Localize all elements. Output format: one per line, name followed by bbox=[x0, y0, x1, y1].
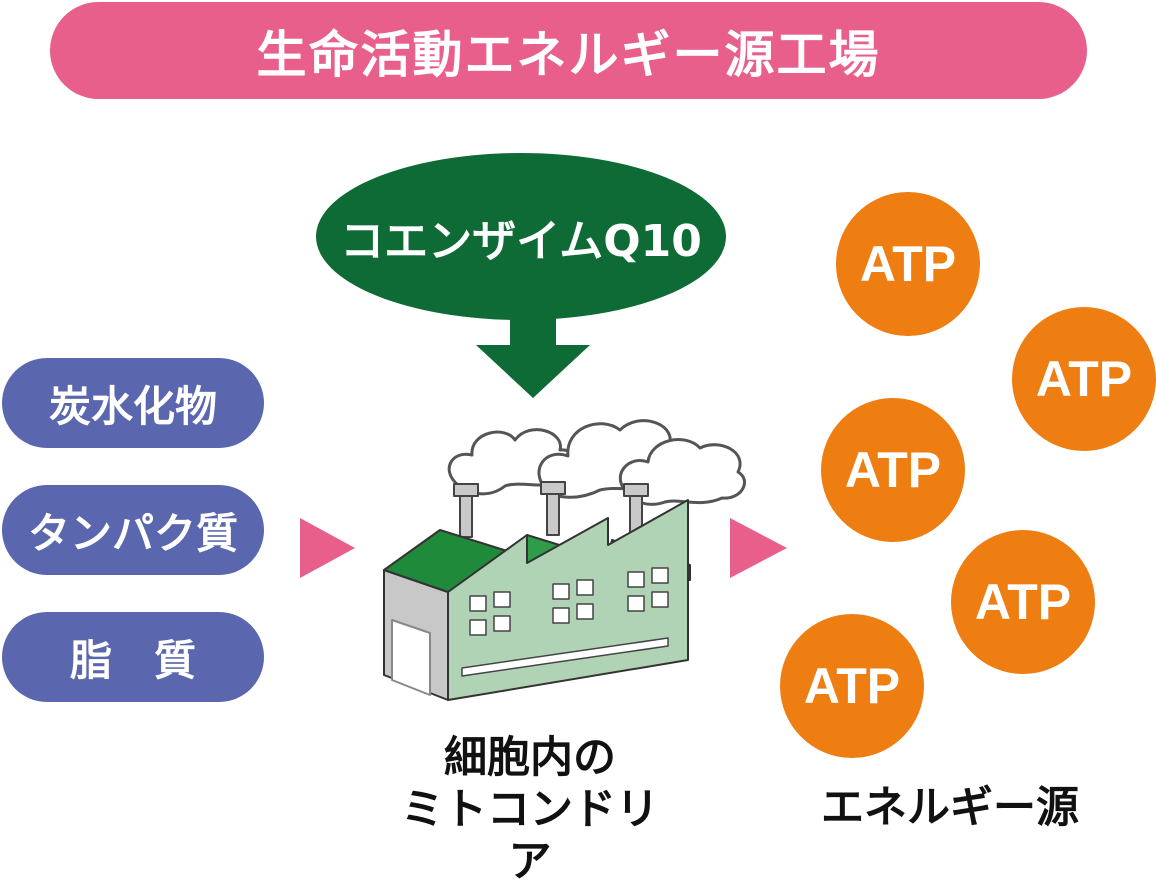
input-carbohydrate: 炭水化物 bbox=[2, 358, 264, 448]
input-protein: タンパク質 bbox=[2, 485, 264, 575]
down-arrow-icon bbox=[476, 300, 590, 398]
input-fat: 脂 質 bbox=[2, 612, 264, 702]
factory-caption-line-2: ミトコンドリア bbox=[401, 785, 659, 887]
factory-caption: 細胞内の ミトコンドリア bbox=[380, 732, 680, 888]
diagram-graphics bbox=[300, 300, 787, 701]
coenzyme-q10-ellipse: コエンザイムQ10 bbox=[316, 153, 726, 320]
right-arrow-right-icon bbox=[730, 518, 787, 578]
atp-circle-3: ATP bbox=[821, 398, 965, 542]
right-arrow-left-icon bbox=[300, 518, 355, 578]
factory-icon bbox=[383, 419, 746, 701]
atp-circle-5: ATP bbox=[780, 614, 924, 758]
atp-circle-4: ATP bbox=[951, 530, 1095, 674]
title-banner: 生命活動エネルギー源工場 bbox=[50, 2, 1087, 99]
atp-circle-1: ATP bbox=[836, 192, 980, 336]
output-caption: エネルギー源 bbox=[821, 783, 1079, 833]
factory-caption-line-1: 細胞内の bbox=[444, 733, 616, 783]
atp-circle-2: ATP bbox=[1012, 307, 1156, 451]
